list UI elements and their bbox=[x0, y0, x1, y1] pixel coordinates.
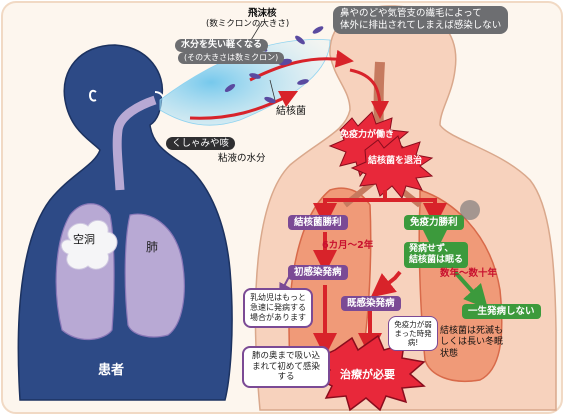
lifelong-label: 一生発病しない bbox=[462, 304, 541, 320]
top-note-line1: 鼻やのどや気管支の繊毛によって bbox=[340, 8, 482, 19]
droplet-title: 飛沫核 bbox=[248, 8, 277, 19]
no-onset-box: 発病せず、 結核菌は眠る bbox=[404, 242, 469, 268]
no-onset-line2: 結核菌は眠る bbox=[409, 254, 464, 265]
flow-to-tb-wins bbox=[313, 190, 387, 227]
patient-label: 患者 bbox=[98, 363, 125, 378]
flow-to-lifelong bbox=[453, 270, 488, 309]
cavity-cloud bbox=[61, 219, 118, 270]
droplet-subtitle: (数ミクロンの大きさ) bbox=[206, 19, 290, 29]
alveolus-icon bbox=[460, 200, 480, 220]
treatment-label: 治療が必要 bbox=[340, 368, 395, 381]
patient-ear bbox=[89, 89, 97, 102]
flow-to-secondary bbox=[370, 270, 402, 298]
bacteria-pointer bbox=[269, 79, 276, 101]
sneeze-label: くしゃみや咳 bbox=[166, 137, 236, 151]
secondary-label: 既感染発病 bbox=[341, 296, 401, 312]
immune-works-label: 免疫力が働き bbox=[340, 130, 395, 140]
top-note: 鼻やのどや気管支の繊毛によって 体外に排出されてしまえば感染しない bbox=[333, 6, 509, 34]
patient-right-lung bbox=[124, 213, 185, 338]
dry-title: 水分を失い軽くなる bbox=[175, 39, 269, 52]
expel-label: 結核菌を退治 bbox=[368, 156, 423, 166]
top-note-line2: 体外に排出されてしまえば感染しない bbox=[340, 19, 502, 31]
patient-airway bbox=[112, 95, 157, 191]
immune-wins-label: 免疫力勝利 bbox=[404, 215, 464, 231]
dormant-note: 結核菌は死滅もしくは長い冬眠状態 bbox=[440, 326, 504, 359]
lung-label: 肺 bbox=[146, 240, 159, 254]
primary-label: 初感染発病 bbox=[288, 265, 348, 281]
saliva-label: 粘液の水分 bbox=[218, 153, 266, 164]
years-label: 数年〜数十年 bbox=[440, 268, 498, 279]
spray-lower-arrow bbox=[189, 90, 299, 120]
tb-wins-label: 結核菌勝利 bbox=[288, 215, 348, 231]
bacteria-label: 結核菌 bbox=[276, 106, 306, 117]
deep-note: 肺の奥まで吸い込まれて初めて感染する bbox=[242, 346, 330, 388]
child-note: 乳幼児はもっと急速に発病する場合があります bbox=[243, 288, 313, 328]
starburst-expel bbox=[350, 135, 434, 200]
no-onset-line1: 発病せず、 bbox=[409, 244, 454, 254]
dry-subtitle: (その大きさは数ミクロン) bbox=[178, 52, 285, 64]
weak-note: 免疫力が弱まった時発病! bbox=[388, 316, 438, 351]
cavity-label: 空洞 bbox=[73, 233, 95, 246]
months-label: 6カ月〜2年 bbox=[322, 240, 374, 251]
flow-to-immune-wins bbox=[385, 198, 447, 227]
nasal-arrow bbox=[349, 68, 389, 119]
